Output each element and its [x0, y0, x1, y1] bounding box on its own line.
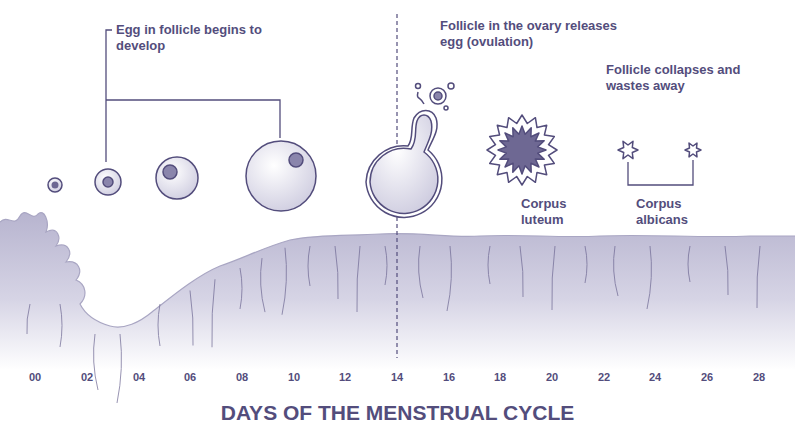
- axis-tick-label: 00: [20, 371, 50, 383]
- corpus-luteum: [487, 115, 557, 185]
- axis-title: DAYS OF THE MENSTRUAL CYCLE: [0, 401, 795, 425]
- axis-tick-label: 12: [330, 371, 360, 383]
- callout-label: Follicle collapses and wastes away: [606, 62, 746, 94]
- corpus-albicans: [618, 141, 638, 158]
- axis-tick-label: 16: [434, 371, 464, 383]
- axis-tick-label: 04: [124, 371, 154, 383]
- follicle: [95, 169, 121, 195]
- axis-tick-label: 20: [537, 371, 567, 383]
- structure-label: Corpus albicans: [636, 196, 714, 228]
- axis-tick-label: 10: [279, 371, 309, 383]
- axis-tick-label: 06: [175, 371, 205, 383]
- axis-tick-label: 24: [640, 371, 670, 383]
- axis-tick-label: 02: [72, 371, 102, 383]
- axis-tick-label: 18: [485, 371, 515, 383]
- axis-tick-label: 22: [589, 371, 619, 383]
- ovulating-follicle: [366, 111, 442, 218]
- follicle: [48, 178, 62, 192]
- structure-label: Corpus luteum: [521, 196, 593, 228]
- callout-label: Follicle in the ovary releases egg (ovul…: [440, 18, 625, 50]
- axis-tick-label: 26: [692, 371, 722, 383]
- corpus-luteum-core: [498, 126, 546, 174]
- axis-tick-label: 14: [382, 371, 412, 383]
- corpus-albicans: [685, 143, 701, 157]
- axis-tick-label: 08: [227, 371, 257, 383]
- follicle: [246, 141, 316, 211]
- callout-label: Egg in follicle begins to develop: [116, 22, 274, 54]
- axis-tick-label: 28: [744, 371, 774, 383]
- follicle: [156, 157, 198, 199]
- leader-line: [106, 30, 693, 185]
